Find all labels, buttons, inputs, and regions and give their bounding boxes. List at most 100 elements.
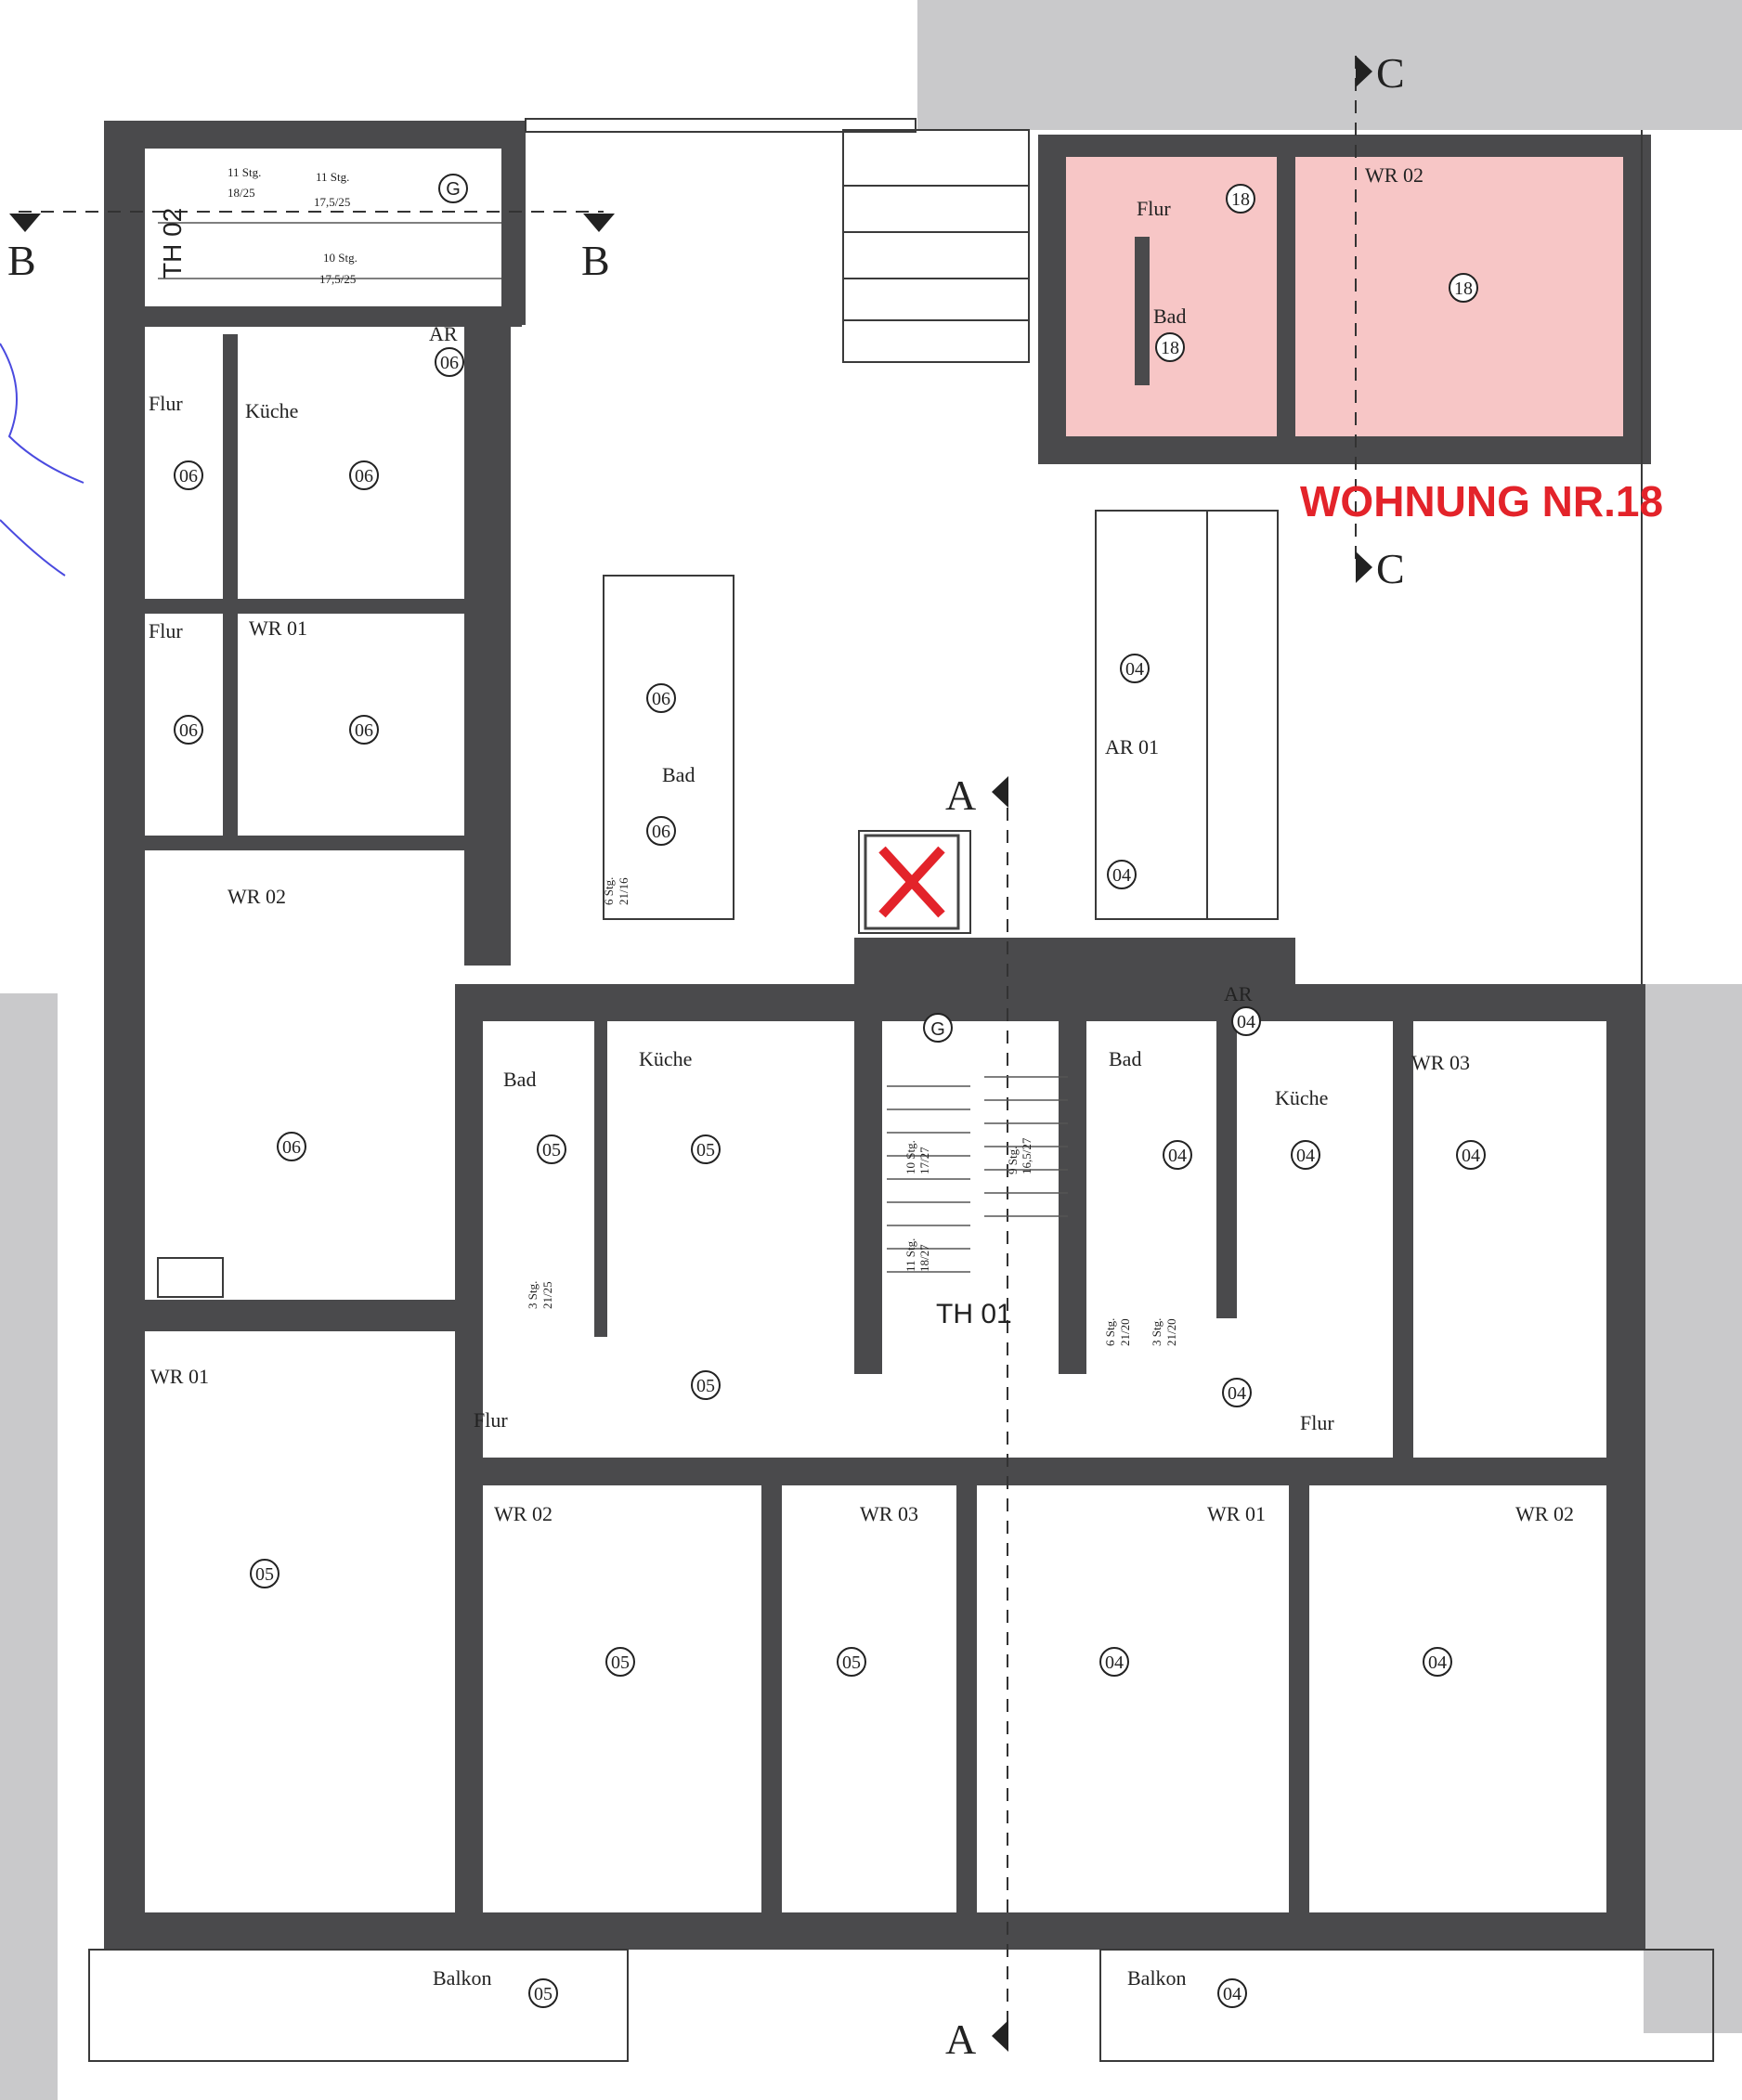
room-label-bad-05: Bad (503, 1068, 536, 1091)
room-label-flur-04: Flur (1300, 1411, 1334, 1434)
svg-text:3 Stg.: 3 Stg. (1150, 1318, 1164, 1346)
section-b-right-label: B (581, 237, 610, 284)
red-x-marker-icon (864, 834, 960, 930)
apartment-title: WOHNUNG NR.18 (1300, 477, 1663, 525)
room-label-flur-05: Flur (474, 1408, 508, 1432)
room-label-balkon-05: Balkon (433, 1966, 492, 1990)
svg-text:9 Stg.: 9 Stg. (1006, 1147, 1020, 1174)
unit-number: 04 (1112, 865, 1131, 886)
section-a-top-label: A (945, 771, 976, 819)
stairwell-th02-label: TH 02 (158, 208, 187, 279)
svg-text:17,5/25: 17,5/25 (319, 272, 356, 286)
section-markers: B B C C A A (7, 49, 1405, 2063)
room-label-wr02-04: WR 02 (1515, 1502, 1574, 1525)
svg-text:16,5/27: 16,5/27 (1020, 1137, 1034, 1174)
svg-text:6 Stg.: 6 Stg. (1103, 1318, 1117, 1346)
unit-number: 04 (1125, 659, 1144, 680)
neighbour-right (1644, 984, 1742, 2033)
svg-text:17,5/25: 17,5/25 (314, 195, 350, 209)
unit-number: 18 (1454, 279, 1473, 299)
section-a-top-arrow-icon (992, 776, 1008, 808)
room-label-kueche-05: Küche (639, 1047, 692, 1070)
stairwell-th01-label: TH 01 (936, 1299, 1012, 1329)
unit-number: 05 (542, 1140, 561, 1160)
section-b-left-label: B (7, 237, 36, 284)
room-label-balkon-04: Balkon (1127, 1966, 1187, 1990)
elevator-g-th01: G (930, 1019, 945, 1040)
walls (104, 121, 1651, 1950)
unit-marker-circles (174, 174, 1486, 2008)
unit-number: 04 (1462, 1146, 1480, 1166)
svg-text:18/27: 18/27 (917, 1244, 931, 1272)
stairwell-labels: TH 01 TH 02 G G (158, 179, 1012, 1329)
section-c-bottom-label: C (1376, 545, 1405, 592)
svg-text:3 Stg.: 3 Stg. (526, 1281, 540, 1309)
room-label-kueche-06: Küche (245, 399, 298, 422)
unit-number: 04 (1296, 1146, 1315, 1166)
room-label-ar-06: AR (429, 322, 458, 345)
elevator-g-th02: G (446, 179, 461, 200)
stair-annotations: 11 Stg. 18/25 11 Stg. 17,5/25 10 Stg. 17… (228, 165, 1178, 1346)
svg-text:21/20: 21/20 (1164, 1318, 1178, 1346)
unit-number: 04 (1105, 1653, 1124, 1673)
section-c-top-label: C (1376, 49, 1405, 97)
room-label-wr01-05: WR 01 (150, 1365, 209, 1388)
unit-numbers: 18 18 18 06 06 06 06 06 06 06 06 04 04 0… (179, 189, 1480, 2004)
unit-number: 05 (534, 1984, 552, 2004)
unit-number: 06 (179, 720, 198, 741)
pen-scribble (0, 343, 84, 577)
unit-number: 06 (355, 466, 373, 486)
svg-text:6 Stg.: 6 Stg. (602, 877, 616, 905)
svg-text:17/27: 17/27 (917, 1147, 931, 1174)
svg-text:21/20: 21/20 (1118, 1318, 1132, 1346)
unit-number: 06 (355, 720, 373, 741)
section-b-right-arrow-icon (583, 214, 615, 232)
room-label-ar01-04: AR 01 (1105, 735, 1159, 758)
unit-number: 04 (1228, 1383, 1246, 1404)
outlines (88, 118, 1714, 2062)
room-label-wr02-18: WR 02 (1365, 163, 1424, 187)
unit-number: 04 (1168, 1146, 1187, 1166)
svg-text:21/16: 21/16 (617, 877, 630, 905)
room-label-flur-06-lower: Flur (149, 619, 183, 642)
unit-number: 06 (440, 353, 459, 373)
unit-number: 18 (1161, 338, 1179, 358)
neighbour-left (0, 993, 58, 2100)
svg-text:11 Stg.: 11 Stg. (904, 1238, 917, 1272)
unit-number: 06 (652, 689, 670, 709)
section-a-bottom-arrow-icon (992, 2020, 1008, 2052)
room-labels: Flur Küche AR Flur WR 01 WR 02 Bad Bad K… (149, 163, 1574, 1990)
room-label-bad-06: Bad (662, 763, 695, 786)
room-label-bad-18: Bad (1153, 305, 1186, 328)
unit-number: 06 (282, 1137, 301, 1158)
room-label-kueche-04: Küche (1275, 1086, 1328, 1109)
svg-text:10 Stg.: 10 Stg. (323, 251, 358, 265)
room-label-wr03-04: WR 03 (1411, 1051, 1470, 1074)
svg-text:11 Stg.: 11 Stg. (316, 170, 349, 184)
unit-number: 05 (255, 1564, 274, 1585)
room-label-flur-18: Flur (1137, 197, 1171, 220)
room-label-wr02-05: WR 02 (494, 1502, 552, 1525)
room-label-flur-06-upper: Flur (149, 392, 183, 415)
svg-text:18/25: 18/25 (228, 186, 255, 200)
section-c-bottom-arrow-icon (1356, 551, 1372, 583)
svg-text:11 Stg.: 11 Stg. (228, 165, 261, 179)
room-label-wr02-06: WR 02 (228, 885, 286, 908)
unit-number: 04 (1428, 1653, 1447, 1673)
unit-number: 04 (1223, 1984, 1242, 2004)
stair-treads (158, 222, 1068, 1273)
svg-text:21/25: 21/25 (540, 1281, 554, 1309)
section-b-left-arrow-icon (9, 214, 41, 232)
room-label-wr01-04: WR 01 (1207, 1502, 1266, 1525)
room-label-wr01-06: WR 01 (249, 616, 307, 640)
section-lines (19, 56, 1357, 2042)
unit-number: 06 (652, 822, 670, 842)
svg-text:10 Stg.: 10 Stg. (904, 1140, 917, 1174)
room-label-bad-04: Bad (1109, 1047, 1141, 1070)
section-a-bottom-label: A (945, 2016, 976, 2063)
room-label-ar-04: AR (1224, 982, 1253, 1005)
unit-number: 06 (179, 466, 198, 486)
neighbour-top-right (917, 0, 1742, 130)
